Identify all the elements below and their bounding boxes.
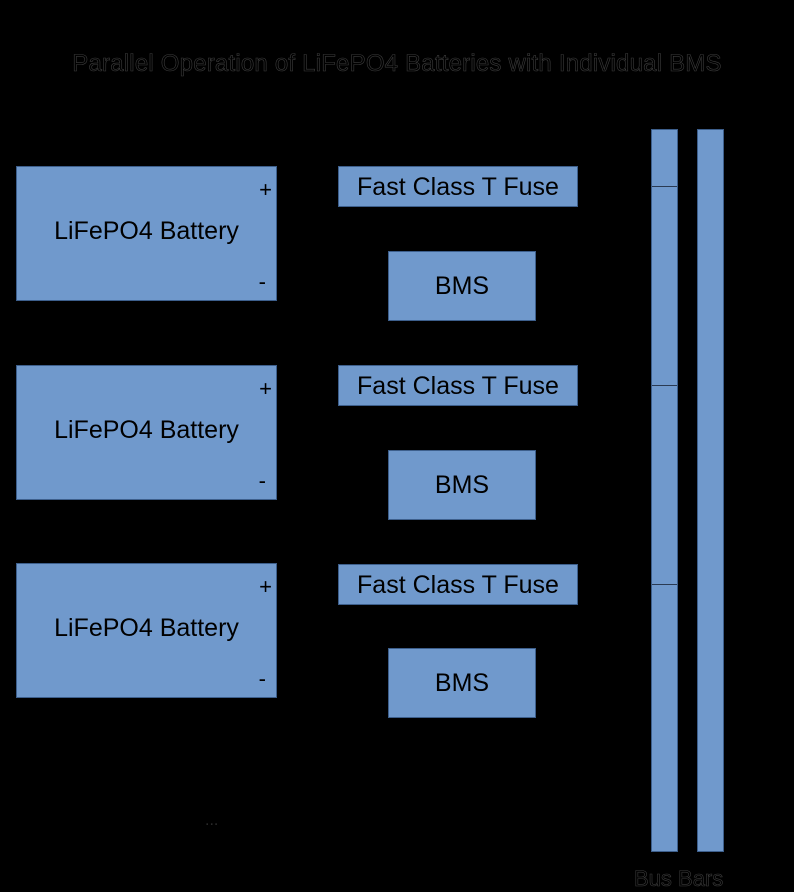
battery-2: LiFePO4 Battery + -	[16, 365, 277, 500]
more-units-ellipsis: ...	[205, 812, 219, 829]
fuse-connection-3	[652, 584, 677, 585]
bms-label: BMS	[434, 272, 490, 300]
negative-bus-bar	[697, 129, 724, 852]
positive-terminal: +	[259, 574, 272, 599]
positive-bus-bar	[651, 129, 678, 852]
battery-label: LiFePO4 Battery	[54, 416, 239, 444]
bms-1: BMS	[388, 251, 536, 321]
bms-3: BMS	[388, 648, 536, 718]
battery-3: LiFePO4 Battery + -	[16, 563, 277, 698]
fuse-1: Fast Class T Fuse	[338, 166, 578, 207]
bms-label: BMS	[434, 471, 490, 499]
battery-1: LiFePO4 Battery + -	[16, 166, 277, 301]
diagram-title: Parallel Operation of LiFePO4 Batteries …	[72, 50, 722, 78]
fuse-connection-2	[652, 385, 677, 386]
battery-label: LiFePO4 Battery	[54, 217, 239, 245]
negative-terminal: -	[258, 468, 266, 493]
fuse-label: Fast Class T Fuse	[357, 372, 559, 400]
battery-label: LiFePO4 Battery	[54, 614, 239, 642]
bms-2: BMS	[388, 450, 536, 520]
fuse-connection-1	[652, 186, 677, 187]
negative-terminal: -	[258, 666, 266, 691]
fuse-2: Fast Class T Fuse	[338, 365, 578, 406]
positive-terminal: +	[259, 376, 272, 401]
fuse-3: Fast Class T Fuse	[338, 564, 578, 605]
negative-terminal: -	[258, 269, 266, 294]
bus-bars-label: Bus Bars	[634, 866, 724, 892]
fuse-label: Fast Class T Fuse	[357, 571, 559, 599]
positive-terminal: +	[259, 177, 272, 202]
bms-label: BMS	[434, 669, 490, 697]
fuse-label: Fast Class T Fuse	[357, 173, 559, 201]
